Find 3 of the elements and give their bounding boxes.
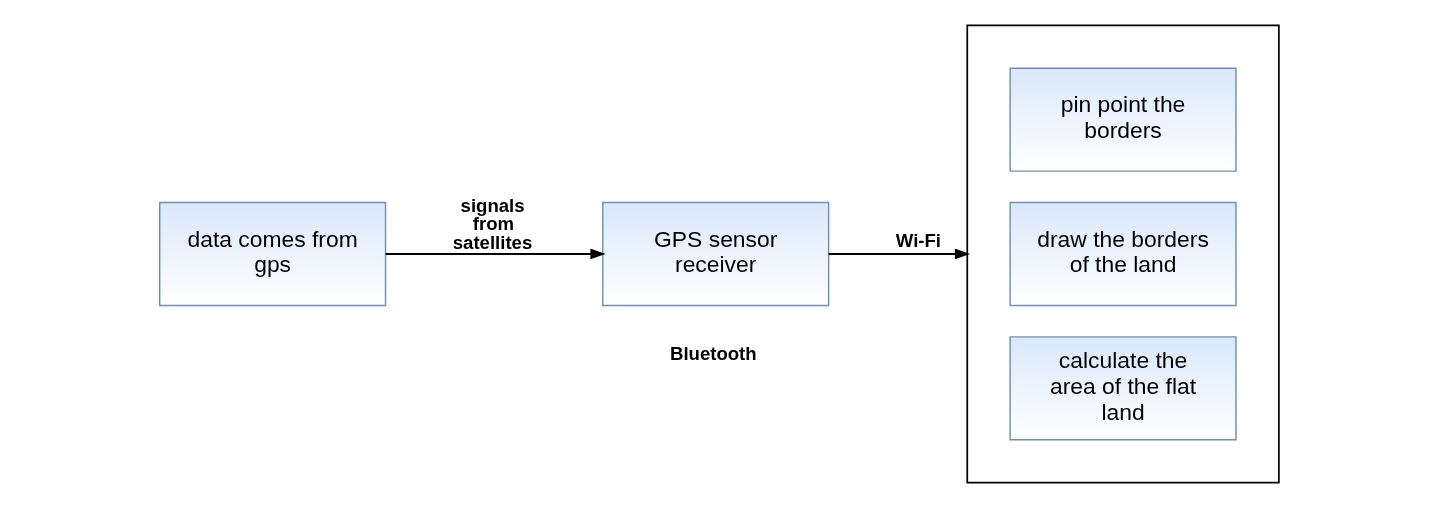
edge-label: Wi-Fi — [895, 230, 942, 252]
edge-label: signals from satellites — [452, 194, 533, 253]
label: Bluetooth — [669, 343, 757, 365]
